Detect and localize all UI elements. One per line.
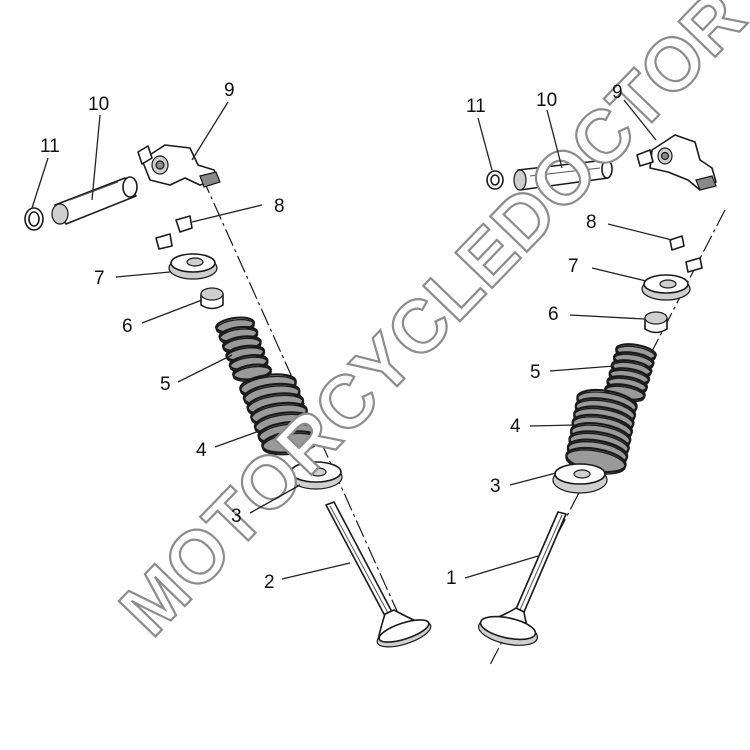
right-valve-assembly [477, 134, 726, 666]
right-retainer [641, 274, 691, 301]
callout-left-3: 3 [231, 506, 242, 527]
leader-right-5 [549, 365, 615, 372]
leader-left-9 [191, 101, 229, 161]
callout-left-5: 5 [160, 374, 171, 395]
leader-right-8 [607, 223, 673, 241]
callout-right-9: 9 [612, 82, 623, 103]
left-retainer [168, 253, 218, 280]
callout-right-1: 1 [446, 568, 457, 589]
leader-left-7 [115, 271, 171, 278]
leader-left-2 [281, 562, 351, 580]
callout-right-3: 3 [490, 476, 501, 497]
leader-left-4 [214, 429, 263, 448]
right-stem-seal [644, 311, 668, 334]
spring-coil [261, 430, 319, 454]
leader-right-9 [623, 99, 657, 141]
left-stem-seal [200, 287, 224, 310]
callout-right-7: 7 [568, 256, 579, 277]
right-o-ring [486, 170, 504, 190]
right-spring-seat [552, 463, 608, 494]
left-rocker-arm [137, 144, 221, 188]
leader-right-3 [509, 472, 557, 486]
callout-left-2: 2 [264, 572, 275, 593]
leader-right-7 [591, 267, 647, 282]
right-outer-spring [565, 388, 638, 475]
leader-right-11 [477, 117, 493, 171]
leader-right-6 [569, 314, 645, 320]
leader-right-10 [546, 109, 563, 169]
leader-left-11 [31, 157, 49, 209]
left-valve [325, 501, 432, 648]
right-rocker-arm [636, 134, 717, 191]
callout-left-8: 8 [274, 196, 285, 217]
callout-right-4: 4 [510, 416, 521, 437]
leader-left-3 [249, 484, 301, 514]
left-rocker-shaft [51, 176, 138, 225]
callout-right-10: 10 [536, 90, 557, 111]
left-cotters [155, 215, 193, 250]
callout-right-8: 8 [586, 212, 597, 233]
callout-right-5: 5 [530, 362, 541, 383]
right-cotters [669, 235, 703, 273]
callout-left-4: 4 [196, 440, 207, 461]
left-spring-seat [289, 461, 343, 490]
callout-left-9: 9 [224, 80, 235, 101]
callout-right-11: 11 [466, 96, 486, 117]
callout-right-6: 6 [548, 304, 559, 325]
left-outer-spring [239, 373, 319, 456]
callout-left-11: 11 [40, 136, 60, 157]
left-inner-spring [215, 316, 272, 383]
leader-right-4 [529, 424, 577, 427]
right-inner-spring [604, 343, 657, 403]
left-o-ring [24, 207, 44, 231]
callout-left-7: 7 [94, 268, 105, 289]
leader-left-6 [141, 299, 203, 324]
callout-left-10: 10 [88, 94, 109, 115]
left-valve-assembly [24, 144, 432, 648]
callout-left-6: 6 [122, 316, 133, 337]
leader-lines [31, 99, 673, 580]
leader-left-8 [191, 204, 263, 223]
leader-right-1 [464, 555, 539, 579]
callout-numbers: 11 10 9 8 7 6 5 4 3 2 11 10 9 8 7 6 5 4 … [40, 80, 623, 593]
right-rocker-shaft [513, 159, 613, 191]
leader-left-5 [177, 354, 233, 383]
leader-left-10 [91, 114, 101, 201]
right-valve [477, 511, 567, 646]
